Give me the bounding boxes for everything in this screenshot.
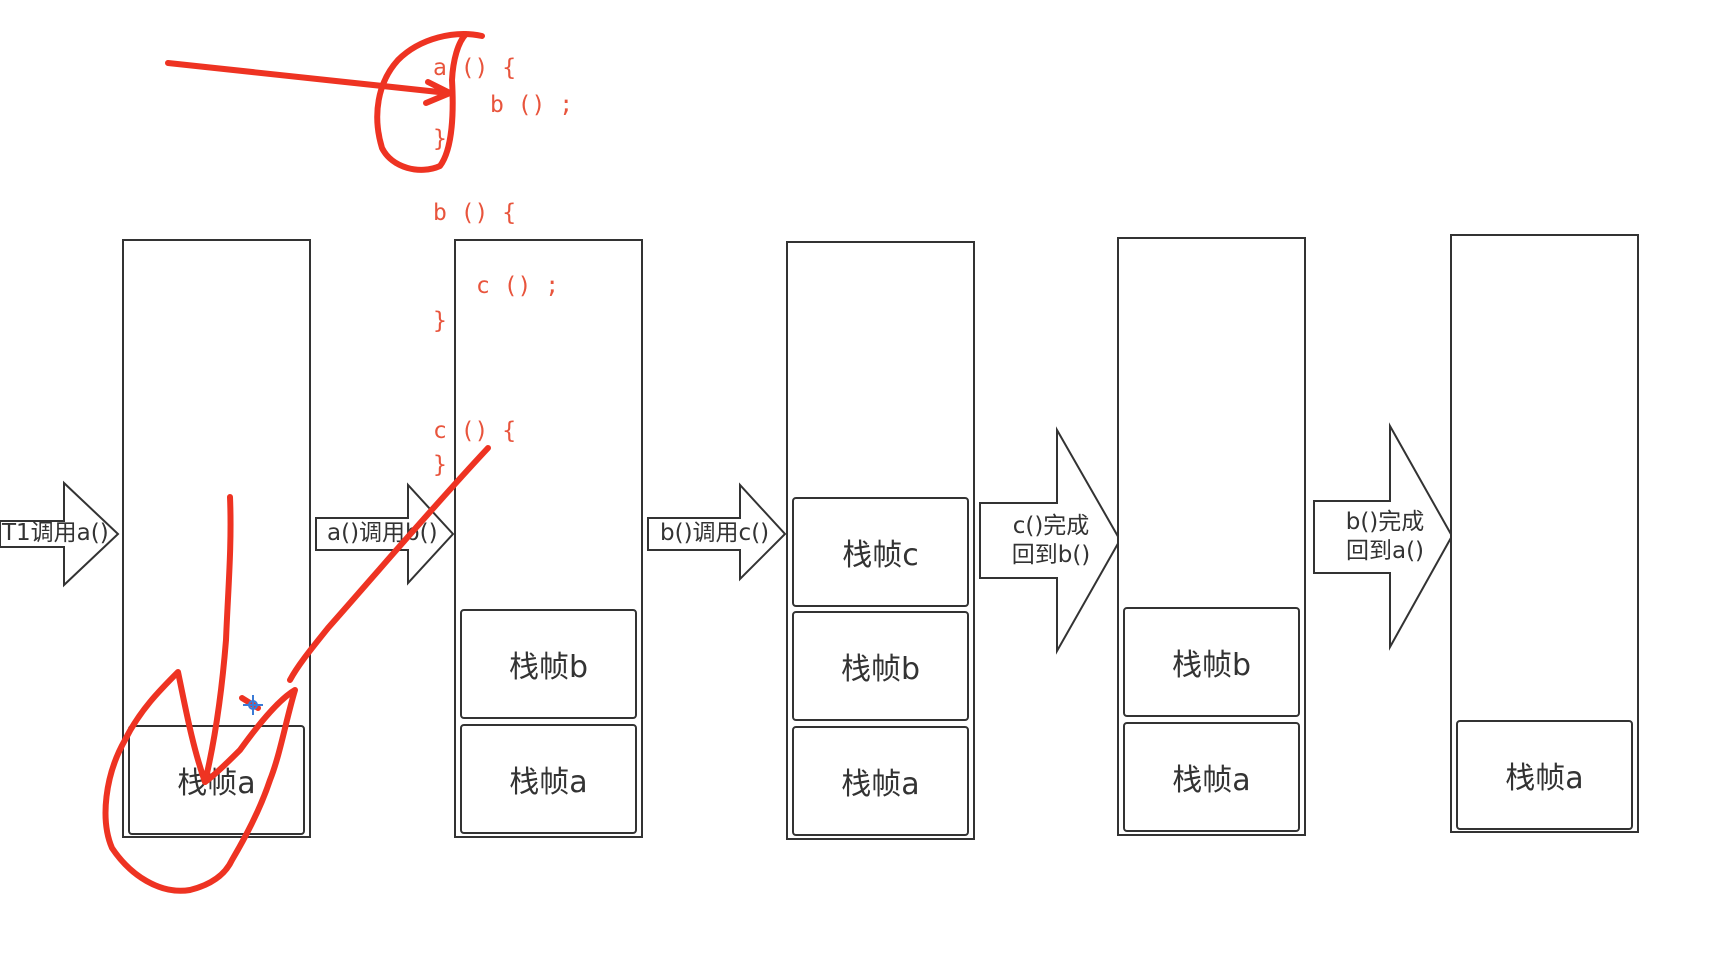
- stack-3-frame-b: 栈帧b: [792, 611, 969, 721]
- stack-4-frame-a: 栈帧a: [1123, 722, 1300, 832]
- code-a-call: b () ;: [490, 92, 574, 118]
- arrow-label-c-done: c()完成: [1012, 513, 1090, 539]
- stack-1-frame-a: 栈帧a: [128, 725, 305, 835]
- arrow-shape-3: [647, 482, 787, 582]
- arrow-label-b-done: b()完成: [1345, 509, 1425, 535]
- stack-3-frame-c: 栈帧c: [792, 497, 969, 607]
- code-b-call: c () ;: [476, 273, 560, 299]
- arrow-label-back-to-a: 回到a(): [1345, 538, 1425, 564]
- code-a-open: a () {: [433, 55, 517, 81]
- arrow-shape-4: [979, 426, 1122, 655]
- code-c-open: c () {: [433, 418, 517, 444]
- code-a-close: }: [433, 126, 447, 152]
- stack-2-frame-b: 栈帧b: [460, 609, 637, 719]
- stack-3-frame-a: 栈帧a: [792, 726, 969, 836]
- arrow-label-t1-calls-a: T1调用a(): [2, 520, 109, 546]
- arrow-shape-1: [0, 480, 120, 588]
- arrow-label-c-returns: c()完成 回到b(): [996, 512, 1106, 570]
- arrow-label-back-to-b: 回到b(): [1011, 542, 1091, 568]
- code-b-open: b () {: [433, 200, 517, 226]
- arrow-label-b-returns: b()完成 回到a(): [1330, 508, 1440, 566]
- stack-5-frame-a: 栈帧a: [1456, 720, 1633, 830]
- arrow-label-a-calls-b: a()调用b(): [327, 520, 438, 546]
- arrow-shape-5: [1313, 422, 1454, 651]
- code-b-close: }: [433, 308, 447, 334]
- code-c-close: }: [433, 452, 447, 478]
- stack-2-frame-a: 栈帧a: [460, 724, 637, 834]
- arrow-label-b-calls-c: b()调用c(): [660, 520, 770, 546]
- stack-4-frame-b: 栈帧b: [1123, 607, 1300, 717]
